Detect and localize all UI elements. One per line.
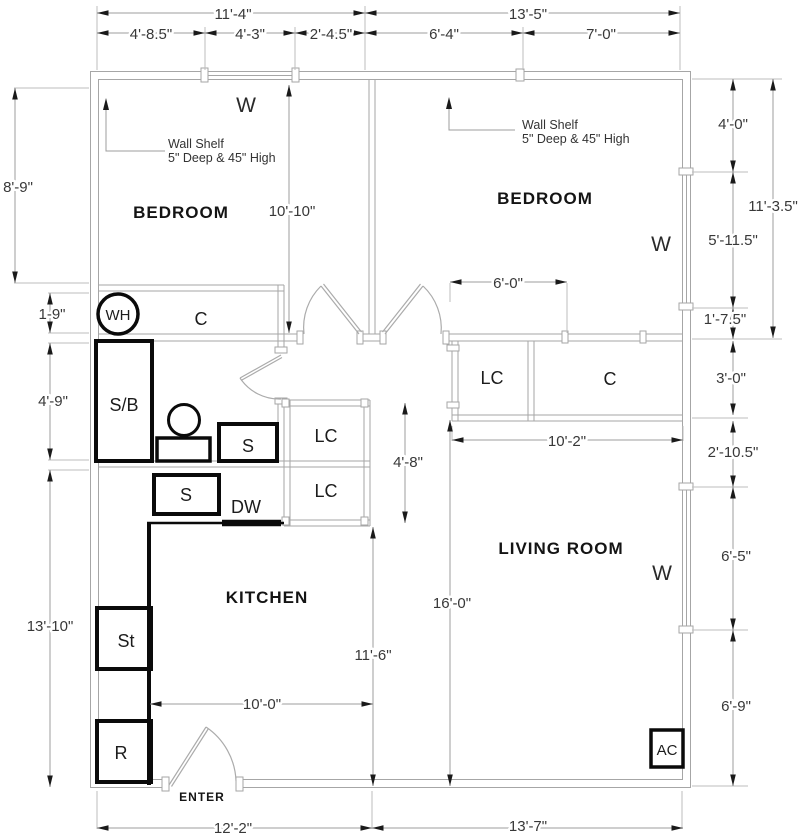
dim-top-seg-3: 2'-4.5" <box>310 26 352 43</box>
label-refrigerator: R <box>115 743 128 763</box>
dim-right-wall-seg: 2'-10.5" <box>708 444 759 461</box>
label-sink-bath: S <box>242 436 254 456</box>
wall-shelf-leader-right <box>448 103 515 131</box>
label-linen-closet-hall-1: LC <box>314 426 337 446</box>
dim-left-kitchen: 13'-10" <box>27 618 74 635</box>
window-top-glyph <box>205 71 295 80</box>
room-label-bedroom-right: BEDROOM <box>497 189 593 208</box>
refrigerator <box>95 719 153 784</box>
dim-right-living-window: 6'-5" <box>721 548 751 565</box>
window-living-glyph <box>682 487 691 630</box>
lc-jamb <box>281 398 290 408</box>
dim-left-bath: 4'-9" <box>38 393 68 410</box>
label-sink-kitchen: S <box>180 485 192 505</box>
dim-right-bedroom-total: 11'-3.5" <box>748 198 798 215</box>
dim-left-closet: 1-9" <box>38 306 65 323</box>
dim-bottom-right: 13'-7" <box>509 818 547 835</box>
room-label-living-room: LIVING ROOM <box>498 539 623 558</box>
label-water-heater: WH <box>106 307 131 324</box>
door-entry <box>168 726 237 787</box>
dim-bedroom2-closet: 6'-0" <box>493 275 523 292</box>
label-stove: St <box>117 631 134 651</box>
label-closet-left: C <box>195 309 208 329</box>
wall-shelf-left-title: Wall Shelf <box>168 137 224 151</box>
dimension-lines <box>12 10 776 831</box>
window-bedroom-right-glyph <box>682 172 691 308</box>
dim-kitchen-height: 11'-6" <box>354 647 391 664</box>
closet-front-wall <box>98 284 284 292</box>
label-dishwasher: DW <box>231 497 261 517</box>
fixtures <box>94 292 685 785</box>
top-wall-joint <box>515 68 525 82</box>
air-conditioner <box>649 728 685 769</box>
kitchen-sink <box>152 473 221 516</box>
door-bedroom-right <box>382 283 442 335</box>
text-layer: 11'-4" 13'-5" 4'-8.5" 4'-3" 2'-4.5" 6'-4… <box>1 4 801 835</box>
dim-right-small: 1'-7.5" <box>704 311 746 328</box>
dim-kitchen-width: 10'-0" <box>243 696 281 713</box>
dim-living-width: 10'-2" <box>548 433 586 450</box>
leader-lines <box>103 97 515 152</box>
dim-right-bedroom-window: 5'-11.5" <box>708 232 758 249</box>
dim-bedroom-interior: 10'-10" <box>269 203 316 220</box>
stove <box>95 606 153 671</box>
window-label-bedroom-right: W <box>651 233 671 256</box>
toilet-bowl <box>167 403 201 437</box>
dim-right-living-lower: 6'-9" <box>721 698 751 715</box>
hall-opening-jamb <box>446 401 460 409</box>
bedroom-divider-wall <box>368 79 376 334</box>
dim-bottom-left: 12'-2" <box>214 820 252 835</box>
dim-top-seg-5: 7'-0" <box>586 26 616 43</box>
doors <box>161 68 647 792</box>
dim-top-seg-1: 4'-8.5" <box>130 26 172 43</box>
label-linen-closet-hall-2: LC <box>314 481 337 501</box>
door-bedroom-left <box>303 283 362 335</box>
label-air-conditioner: AC <box>657 742 678 759</box>
room-label-kitchen: KITCHEN <box>226 588 309 607</box>
toilet-tank <box>155 436 212 463</box>
lc-jamb <box>360 516 369 526</box>
shower-bath <box>94 339 154 463</box>
dim-hall-passage: 4'-8" <box>393 454 423 471</box>
bathroom-sink <box>217 422 279 463</box>
dim-top-right-total: 13'-5" <box>509 6 547 23</box>
dim-top-left-total: 11'-4" <box>214 6 251 23</box>
dim-top-seg-2: 4'-3" <box>235 26 265 43</box>
lc-jamb <box>360 398 369 408</box>
closet-opening-jamb <box>639 330 647 344</box>
window-label-bedroom-left: W <box>236 94 256 117</box>
dim-left-bedroom: 8'-9" <box>3 179 33 196</box>
room-label-bedroom-left: BEDROOM <box>133 203 229 222</box>
label-linen-closet-right: LC <box>480 368 503 388</box>
windows <box>200 67 694 634</box>
wall-shelf-right-detail: 5" Deep & 45" High <box>522 132 630 146</box>
dim-top-seg-4: 6'-4" <box>429 26 459 43</box>
label-shower-bath: S/B <box>109 395 138 415</box>
wall-shelf-leader-left <box>105 104 165 152</box>
door-bathroom <box>239 354 283 400</box>
dim-right-closet: 3'-0" <box>716 370 746 387</box>
window-label-living: W <box>652 562 672 585</box>
right-closet-walls <box>451 341 683 422</box>
label-enter: ENTER <box>179 790 225 804</box>
kitchen-closet-walls <box>283 399 371 527</box>
dim-living-height: 16'-0" <box>433 595 471 612</box>
dim-right-win-offset: 4'-0" <box>718 116 748 133</box>
lc-jamb <box>281 516 290 526</box>
water-heater <box>96 292 140 336</box>
closet-opening-jamb <box>561 330 569 344</box>
hall-opening-jamb <box>446 344 460 352</box>
outer-wall <box>90 71 691 788</box>
wall-shelf-left-detail: 5" Deep & 45" High <box>168 151 276 165</box>
label-closet-right: C <box>604 369 617 389</box>
wall-shelf-right-title: Wall Shelf <box>522 118 578 132</box>
